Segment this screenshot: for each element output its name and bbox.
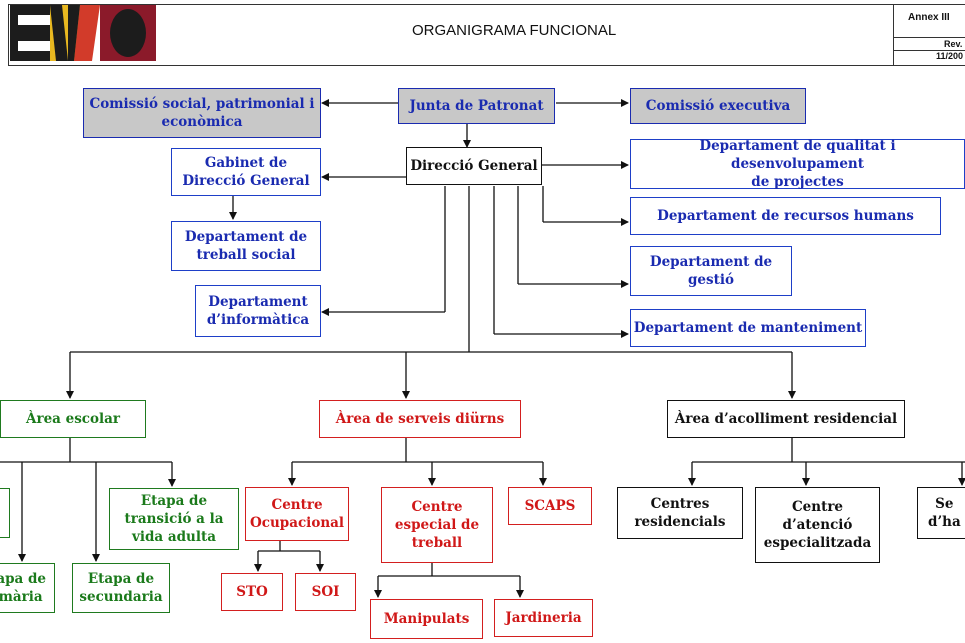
node-servei-partial: Se d’ha xyxy=(917,487,965,539)
node-jardineria: Jardineria xyxy=(494,599,593,637)
node-dept-gestio: Departament de gestió xyxy=(630,246,792,296)
node-area-escolar: Àrea escolar xyxy=(0,400,146,438)
node-centre-atencio: Centre d’atenció especialitzada xyxy=(755,487,880,563)
node-dept-informatica: Departament d’informàtica xyxy=(195,285,321,337)
node-comissio-social: Comissió social, patrimonial i econòmica xyxy=(83,88,321,138)
node-etapa-primaria: tapa de imària xyxy=(0,563,55,613)
header-bar xyxy=(8,4,965,66)
node-comissio-executiva: Comissió executiva xyxy=(630,88,806,124)
node-dept-rrhh: Departament de recursos humans xyxy=(630,197,941,235)
node-centres-residencials: Centres residencials xyxy=(617,487,743,539)
date-label: 11/200 xyxy=(936,51,964,61)
node-dept-manteniment: Departament de manteniment xyxy=(630,309,866,347)
node-gabinet: Gabinet de Direcció General xyxy=(171,148,321,196)
node-centre-ocupacional: Centre Ocupacional xyxy=(245,487,349,541)
annex-block: Annex III Rev. 11/200 xyxy=(893,4,965,66)
evo-logo xyxy=(10,5,156,61)
node-scaps: SCAPS xyxy=(508,487,592,525)
node-area-residencial: Àrea d’acolliment residencial xyxy=(667,400,905,438)
node-manipulats: Manipulats xyxy=(370,599,483,639)
node-centre-especial: Centre especial de treball xyxy=(381,487,493,563)
node-etapa-secundaria: Etapa de secundaria xyxy=(72,563,170,613)
page-title: ORGANIGRAMA FUNCIONAL xyxy=(412,22,617,39)
node-etapa-transicio: Etapa de transició a la vida adulta xyxy=(109,488,239,550)
node-direccio-general: Direcció General xyxy=(406,147,542,185)
node-dept-treball-social: Departament de treball social xyxy=(171,221,321,271)
node-dept-qualitat: Departament de qualitat i desenvolupamen… xyxy=(630,138,965,190)
node-sto: STO xyxy=(221,573,283,611)
annex-label: Annex III xyxy=(908,12,950,23)
node-junta-patronat: Junta de Patronat xyxy=(398,88,555,124)
node-area-serveis: Àrea de serveis diürns xyxy=(319,400,521,438)
rev-label: Rev. xyxy=(944,39,963,49)
node-soi: SOI xyxy=(295,573,356,611)
node-etapa-infantil-partial xyxy=(0,488,10,538)
